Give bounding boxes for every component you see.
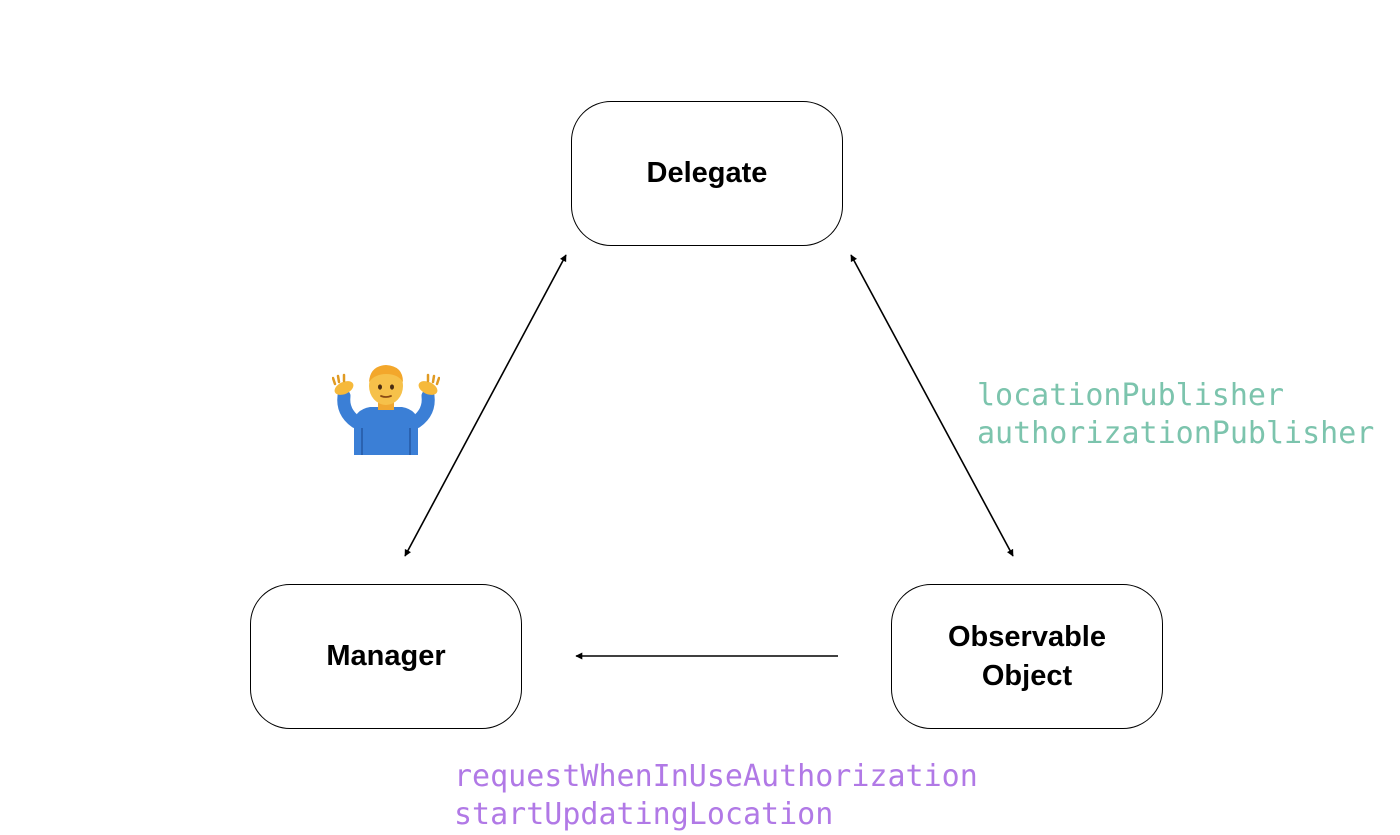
manager-call-labels: requestWhenInUseAuthorization startUpdat… [454,758,978,834]
delegate-node: Delegate [571,101,843,246]
authorization-publisher-label: authorizationPublisher [977,416,1375,451]
delegate-node-label: Delegate [646,157,768,189]
observable-object-node: Observable Object [891,584,1163,729]
location-publisher-label: locationPublisher [977,378,1285,413]
start-updating-location-label: startUpdatingLocation [454,797,834,832]
arrow-delegate-observable [850,254,1014,557]
request-authorization-label: requestWhenInUseAuthorization [454,759,978,794]
observable-object-node-label: Observable Object [948,620,1106,692]
person-shrugging-icon [332,365,440,455]
arrow-delegate-manager [404,254,567,557]
publisher-labels: locationPublisher authorizationPublisher [977,377,1374,453]
manager-node: Manager [250,584,522,729]
manager-node-label: Manager [326,640,446,672]
